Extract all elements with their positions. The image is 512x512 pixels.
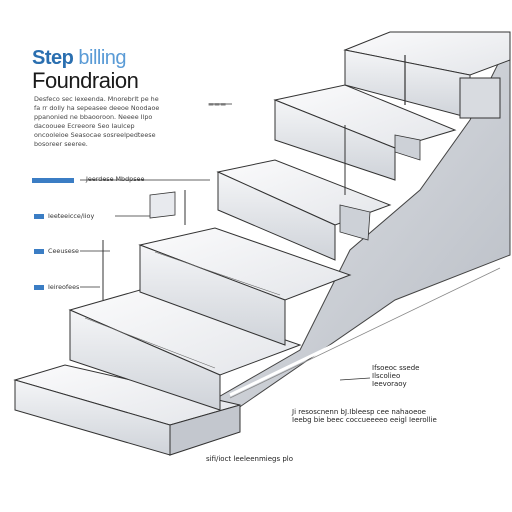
label-left-2: Ceeusese — [48, 247, 79, 255]
label-bottom-2: sifi/ioct leeleenmiegs plo — [206, 455, 294, 463]
step-2-inner-edge — [154, 251, 281, 296]
page-title-line-2: Foundraion — [32, 68, 139, 93]
label-top-dash: ▬▬▬ — [208, 100, 227, 108]
description-paragraph: Desfeco sec lexeenda. Mnorebrlt pe he fa… — [34, 95, 160, 148]
label-right-line-2: Ilscolieo — [372, 372, 401, 380]
step-4-riser — [274, 99, 396, 181]
title-part-b: billing — [73, 47, 127, 69]
label-right-line-3: Ieevoraoy — [372, 380, 407, 388]
leader-right — [339, 377, 371, 381]
step-1-riser — [69, 309, 221, 411]
foundation-slab-side — [169, 404, 241, 456]
label-chip-left-3 — [34, 285, 44, 290]
side-edge-line-2 — [229, 267, 501, 399]
step-1-inner-edge — [84, 317, 216, 369]
step-2-riser — [139, 244, 286, 346]
label-left-1: Ieeteeicce/iioy — [48, 212, 95, 220]
label-right-line-1: Ifsoeoc ssede — [372, 364, 420, 372]
label-chip-left-1 — [34, 214, 44, 219]
step-3-riser — [217, 171, 336, 261]
landing-block — [459, 77, 501, 119]
bracket-detail-3 — [149, 191, 176, 219]
label-left-3: Ieireofees — [48, 283, 80, 291]
label-bottom-line-2: Ieebg bie beec coccueeeeo eeigl Ieerolli… — [292, 416, 437, 424]
label-chip-left-2 — [34, 249, 44, 254]
label-right-block: Ifsoeoc ssede Ilscolieo Ieevoraoy — [372, 364, 419, 388]
label-bottom-line-1: Ji resoscnenn bJ.Ibleesp cee nahaoeoe — [292, 408, 426, 416]
side-edge-line — [229, 263, 501, 397]
bracket-detail-1 — [394, 134, 421, 161]
bracket-detail-2 — [339, 204, 371, 241]
title-part-a: Step — [32, 47, 74, 69]
label-bottom-block: Ji resoscnenn bJ.Ibleesp cee nahaoeoe Ie… — [292, 408, 437, 424]
label-top-chip-text: Jeerdese Mbdpsee — [86, 175, 145, 183]
label-chip-top — [32, 178, 74, 183]
page-title-line-1: Step billing — [32, 47, 127, 69]
